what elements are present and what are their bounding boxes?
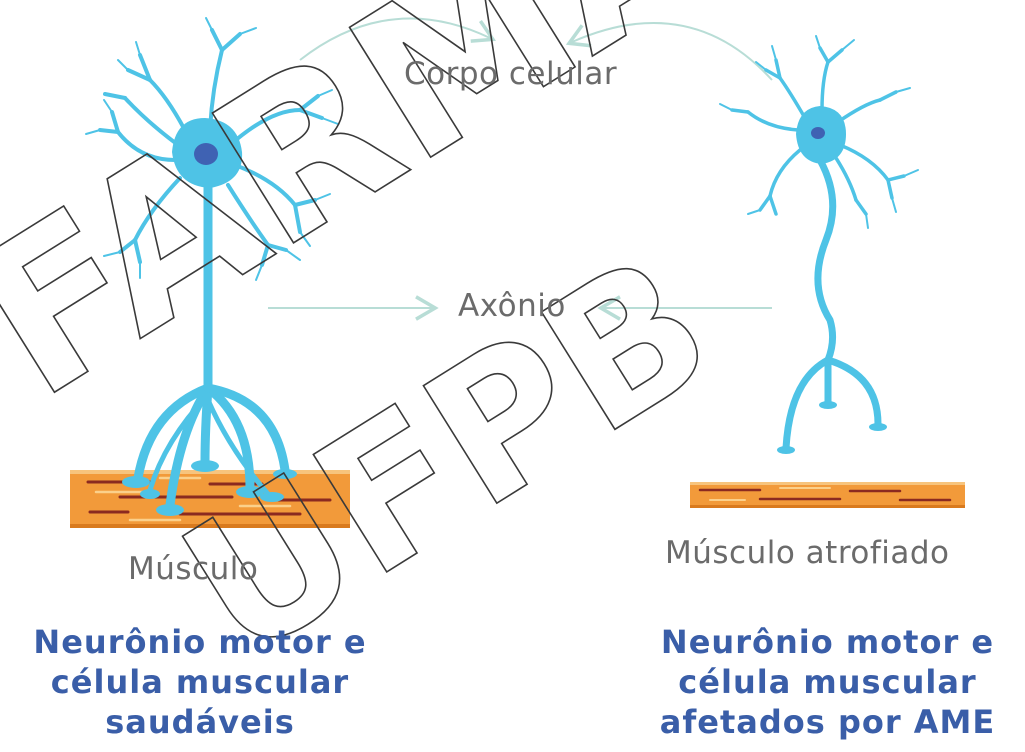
watermark: FARMÁ UFPB xyxy=(0,0,756,701)
affected-neuron xyxy=(720,36,918,448)
affected-caption-line-1: Neurônio motor e xyxy=(630,622,1025,662)
healthy-caption: Neurônio motor e célula muscular saudáve… xyxy=(0,622,400,742)
muscle-label: Músculo xyxy=(128,551,258,587)
cell-body-label: Corpo celular xyxy=(404,56,617,92)
healthy-caption-line-1: Neurônio motor e xyxy=(0,622,400,662)
healthy-caption-line-3: saudáveis xyxy=(0,702,400,742)
atrophied-muscle xyxy=(690,482,965,508)
affected-caption-line-3: afetados por AME xyxy=(630,702,1025,742)
healthy-caption-line-2: célula muscular xyxy=(0,662,400,702)
affected-cell-body xyxy=(796,106,846,164)
affected-caption: Neurônio motor e célula muscular afetado… xyxy=(630,622,1025,742)
axon-label: Axônio xyxy=(458,288,566,324)
atrophied-muscle-label: Músculo atrofiado xyxy=(665,535,950,571)
affected-caption-line-2: célula muscular xyxy=(630,662,1025,702)
